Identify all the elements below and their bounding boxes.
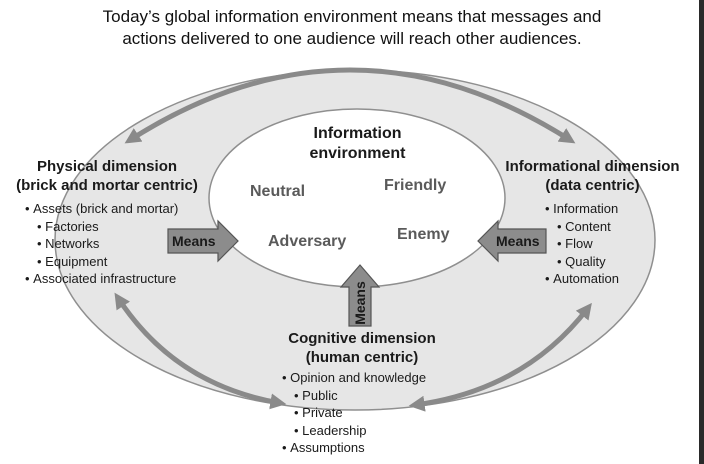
- physical-title-line-1: Physical dimension: [36, 158, 178, 175]
- cognitive-title-line-2: (human centric): [305, 349, 419, 366]
- actor-adversary: Adversary: [268, 233, 347, 250]
- actor-friendly: Friendly: [384, 177, 447, 194]
- informational-item-flow: Flow: [545, 235, 619, 253]
- cognitive-item-opinion: Opinion and knowledge: [282, 369, 426, 387]
- curved-arrow-top: [124, 67, 576, 144]
- curved-arrow-bottom-right: [408, 302, 592, 412]
- cognitive-dimension-list: Opinion and knowledge Public Private Lea…: [282, 369, 426, 457]
- cognitive-item-private: Private: [282, 404, 426, 422]
- informational-title-line-2: (data centric): [545, 177, 640, 194]
- cognitive-item-assumptions: Assumptions: [282, 439, 426, 457]
- physical-dimension-title: Physical dimension (brick and mortar cen…: [2, 157, 212, 195]
- cognitive-item-leadership: Leadership: [282, 422, 426, 440]
- curved-arrow-bottom-left: [114, 292, 287, 410]
- informational-title-line-1: Informational dimension: [505, 158, 680, 175]
- informational-dimension-title: Informational dimension (data centric): [490, 157, 695, 195]
- means-label-bottom: Means: [352, 281, 368, 325]
- informational-item-content: Content: [545, 218, 619, 236]
- physical-dimension-list: Assets (brick and mortar) Factories Netw…: [25, 200, 178, 288]
- diagram-caption: Today’s global information environment m…: [0, 6, 704, 50]
- means-label-left: Means: [172, 233, 216, 249]
- physical-item-assets: Assets (brick and mortar): [25, 200, 178, 218]
- means-arrow-right: [477, 219, 547, 263]
- physical-title-line-2: (brick and mortar centric): [16, 177, 198, 194]
- means-arrow-bottom: [339, 264, 381, 327]
- physical-item-factories: Factories: [25, 218, 178, 236]
- environment-title-line-2: environment: [309, 145, 406, 162]
- informational-item-automation: Automation: [545, 270, 619, 288]
- caption-line-2: actions delivered to one audience will r…: [122, 29, 582, 48]
- actor-enemy: Enemy: [397, 226, 450, 243]
- informational-item-quality: Quality: [545, 253, 619, 271]
- informational-dimension-list: Information Content Flow Quality Automat…: [545, 200, 619, 288]
- physical-item-equipment: Equipment: [25, 253, 178, 271]
- right-border: [699, 0, 704, 464]
- means-label-right: Means: [496, 233, 540, 249]
- cognitive-dimension-title: Cognitive dimension (human centric): [262, 329, 462, 367]
- physical-item-infrastructure: Associated infrastructure: [25, 270, 178, 288]
- environment-title-line-1: Information: [313, 125, 402, 142]
- environment-title: Information environment: [270, 124, 445, 164]
- caption-line-1: Today’s global information environment m…: [102, 7, 602, 26]
- actor-neutral: Neutral: [250, 183, 306, 200]
- cognitive-item-public: Public: [282, 387, 426, 405]
- physical-item-networks: Networks: [25, 235, 178, 253]
- informational-item-information: Information: [545, 200, 619, 218]
- cognitive-title-line-1: Cognitive dimension: [288, 330, 436, 347]
